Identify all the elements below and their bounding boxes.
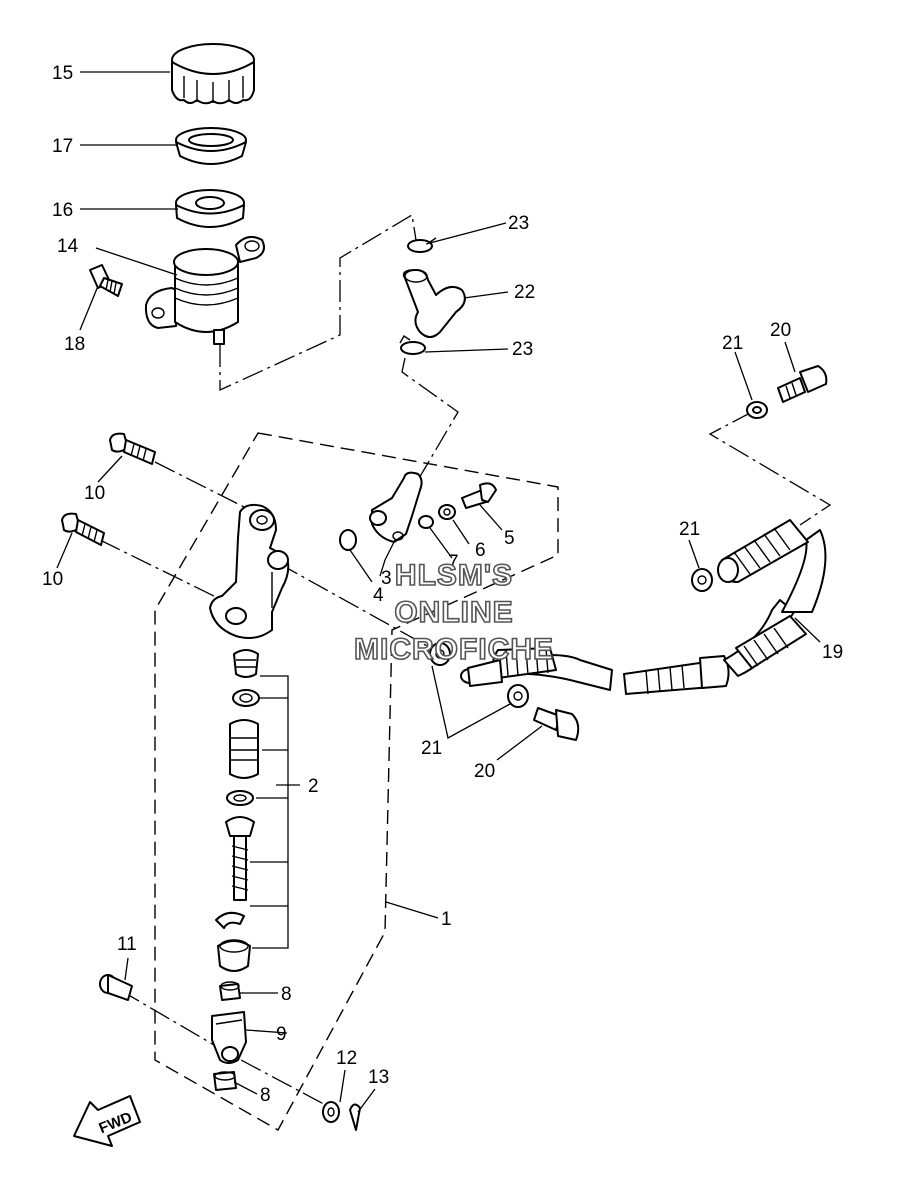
diaphragm-holder	[175, 127, 247, 165]
diaphragm	[175, 189, 245, 228]
watermark-line-3: MICROFICHE	[354, 633, 554, 666]
callout-11: 11	[117, 934, 137, 955]
callout-3: 3	[381, 568, 392, 589]
callout-13: 13	[368, 1067, 389, 1088]
union-bolt-lower	[533, 707, 580, 741]
hose-clamp-upper	[407, 237, 437, 253]
cotter-pin	[349, 1103, 361, 1131]
callout-14: 14	[57, 236, 79, 257]
joint-screw	[461, 482, 497, 509]
watermark-line-1: HLSM'S	[395, 559, 513, 592]
nut-lower	[213, 1071, 237, 1091]
clevis	[211, 1011, 247, 1064]
callout-23-upper: 23	[508, 213, 529, 234]
reservoir-tank	[144, 235, 265, 345]
watermark-line-2: ONLINE	[394, 596, 513, 629]
washer-7	[418, 515, 434, 529]
mounting-bolt-upper	[109, 432, 156, 465]
watermark: HLSM'S ONLINE MICROFICHE	[353, 558, 554, 667]
callout-1: 1	[441, 909, 452, 930]
callout-2: 2	[308, 776, 319, 797]
callout-19: 19	[822, 642, 843, 663]
callout-10-upper: 10	[84, 483, 105, 504]
forward-arrow: FWD	[73, 1095, 141, 1147]
piston-kit	[215, 649, 260, 972]
o-ring	[339, 529, 357, 551]
reservoir-cap	[171, 43, 255, 105]
assembly-outline	[154, 432, 559, 1131]
leader-lines	[56, 71, 821, 1113]
callout-23-lower: 23	[512, 339, 533, 360]
plain-washer	[322, 1101, 340, 1123]
hose-joint	[369, 471, 423, 543]
callout-9: 9	[276, 1024, 287, 1045]
washer-upper	[746, 401, 768, 419]
brake-hose	[460, 519, 827, 695]
reservoir-bolt	[89, 264, 123, 297]
callout-21-right: 21	[679, 519, 700, 540]
clevis-pin	[99, 974, 133, 1001]
mounting-bolt-lower	[61, 512, 105, 546]
callout-16: 16	[52, 200, 73, 221]
callout-8-upper: 8	[281, 984, 292, 1005]
callout-15: 15	[52, 63, 73, 84]
nut-upper	[219, 981, 241, 1001]
callout-20-upper: 20	[770, 320, 791, 341]
callout-6: 6	[475, 540, 486, 561]
callout-22: 22	[514, 282, 535, 303]
union-bolt-upper	[777, 365, 828, 403]
callout-21-upper: 21	[722, 333, 743, 354]
callout-5: 5	[504, 528, 515, 549]
washer-21-left-lower	[507, 684, 529, 708]
callout-21-lower: 21	[421, 738, 442, 759]
callout-8-lower: 8	[260, 1085, 271, 1106]
callout-12: 12	[336, 1048, 357, 1069]
washer-21-right	[691, 568, 713, 592]
callout-17: 17	[52, 136, 73, 157]
callout-4: 4	[373, 585, 384, 606]
callout-7: 7	[448, 552, 459, 573]
hose-clamp-lower	[399, 335, 426, 355]
callout-10-lower: 10	[42, 569, 63, 590]
callout-labels: 15 17 16 14 18 23 22 23 20 21 10 10 5 6 …	[42, 63, 843, 1106]
washer-6	[438, 504, 456, 520]
reservoir-hose	[402, 269, 466, 338]
master-cylinder-body	[209, 503, 290, 639]
callout-18: 18	[64, 334, 85, 355]
callout-20-lower: 20	[474, 761, 495, 782]
washer-21-left-upper	[429, 642, 451, 666]
